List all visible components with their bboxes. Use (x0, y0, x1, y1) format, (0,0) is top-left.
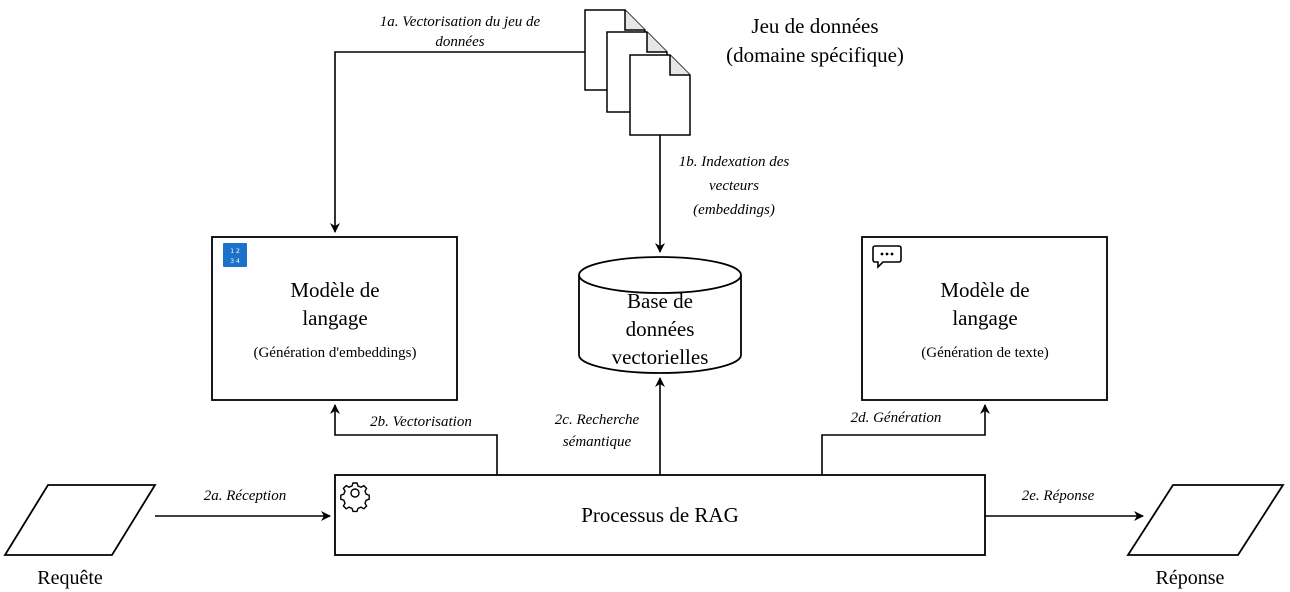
embedding-model-box (211, 236, 458, 401)
edge-2b (330, 404, 498, 475)
text-model-subtitle: (Génération de texte) (921, 345, 1048, 361)
dataset-subtitle: (domaine spécifique) (726, 43, 904, 67)
edge-1b-label-line3: (embeddings) (693, 202, 775, 218)
edge-1a (330, 51, 585, 233)
rag-process-title: Processus de RAG (581, 503, 739, 527)
edge-2a-label: 2a. Réception (204, 488, 286, 504)
edge-2d-label: 2d. Génération (851, 410, 942, 426)
chat-bubble-icon (872, 245, 902, 269)
dataset-title: Jeu de données (751, 14, 878, 38)
vector-db-line3: vectorielles (612, 345, 709, 369)
edge-1b-label-line2: vecteurs (709, 178, 759, 194)
edge-2c-label-line2: sémantique (563, 434, 632, 450)
numbers-icon-top: 1 2 (230, 248, 240, 255)
vector-db-line2: données (626, 317, 695, 341)
numbers-icon-bottom: 3 4 (230, 258, 240, 265)
text-model-title-2: langage (952, 306, 1017, 330)
gear-icon (340, 482, 370, 513)
vector-db-cylinder (578, 256, 742, 374)
embedding-model-title-2: langage (302, 306, 367, 330)
embedding-model-title-1: Modèle de (290, 278, 379, 302)
response-label: Réponse (1156, 567, 1225, 589)
edge-2e-label: 2e. Réponse (1022, 488, 1095, 504)
edge-2c-label-line1: 2c. Recherche (555, 412, 640, 428)
dataset-documents-icon (584, 9, 691, 136)
edge-2b-label: 2b. Vectorisation (370, 414, 472, 430)
embedding-model-subtitle: (Génération d'embeddings) (253, 345, 416, 361)
text-model-title-1: Modèle de (940, 278, 1029, 302)
edge-1a-label-line2: données (435, 34, 484, 50)
vector-db-line1: Base de (627, 289, 693, 313)
edge-1b-label-line1: 1b. Indexation des (679, 154, 790, 170)
edge-1a-label-line1: 1a. Vectorisation du jeu de (380, 14, 541, 30)
edge-2d (821, 404, 990, 475)
request-shape (3, 484, 157, 556)
text-model-box (861, 236, 1108, 401)
numbers-icon: 1 2 3 4 (223, 243, 247, 267)
rag-process-box (334, 474, 986, 556)
request-label: Requête (37, 567, 103, 589)
response-shape (1126, 484, 1285, 556)
